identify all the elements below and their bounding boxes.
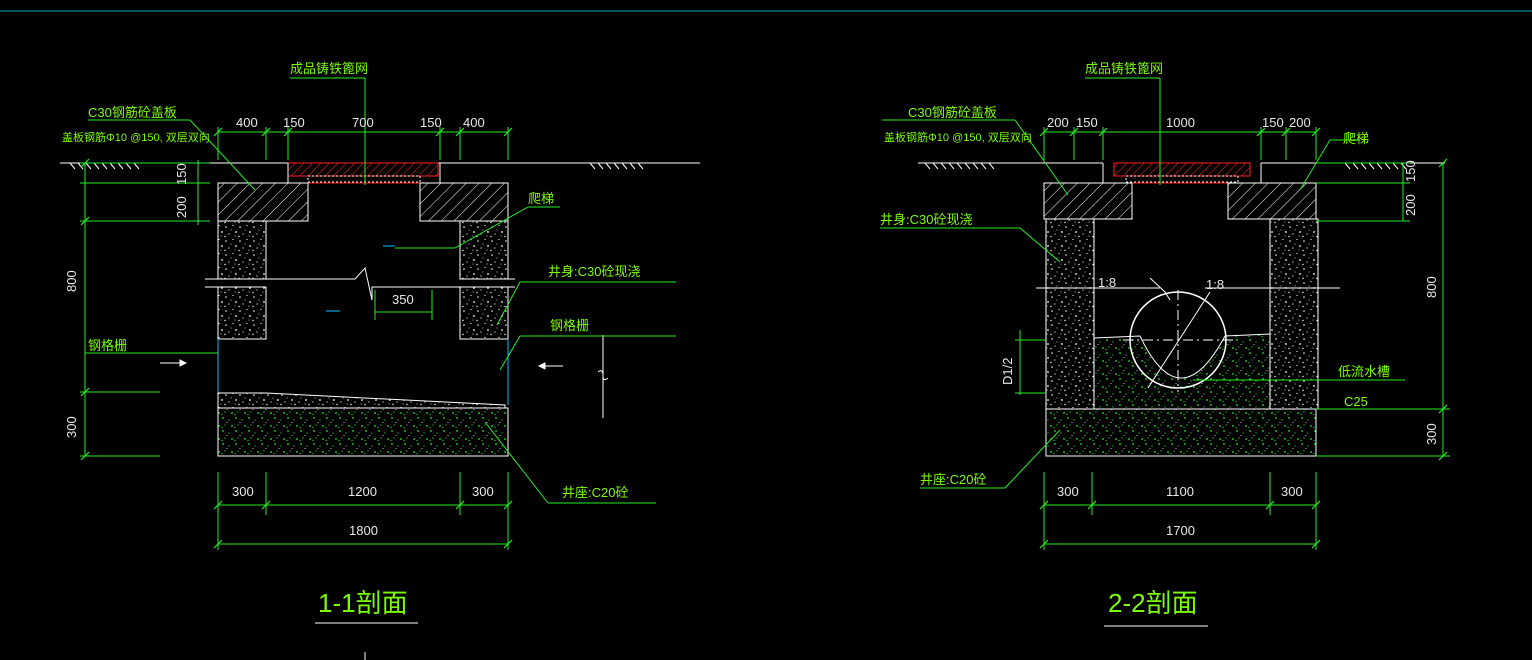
s1-screen-label-left: 钢格栅 xyxy=(88,338,127,353)
s1-bottom-dim-3: 300 xyxy=(472,484,494,499)
s2-total-width: 1700 xyxy=(1166,523,1195,538)
s1-left-dim-800: 800 xyxy=(64,270,79,292)
section-2-2: 成品铸铁篦网 C30钢筋砼盖板 盖板钢筋Φ10 @150, 双层双向 200 1… xyxy=(880,61,1450,627)
s2-slope-right: 1:8 xyxy=(1206,277,1224,292)
wall-right-2 xyxy=(1269,218,1319,410)
section-1-1: 成品铸铁篦网 C30钢筋砼盖板 盖板钢筋Φ10 @150, 双层双向 400 1… xyxy=(60,61,700,624)
s1-screen-label: 钢格栅 xyxy=(550,318,589,333)
s1-bottom-dim-1: 300 xyxy=(232,484,254,499)
s2-top-dim-4: 150 xyxy=(1262,115,1284,130)
s1-base-label: 井座:C20砼 xyxy=(562,485,628,500)
s2-right-dim-150: 150 xyxy=(1403,160,1418,182)
s2-title: 2-2剖面 xyxy=(1108,588,1198,618)
s2-top-dim-3: 1000 xyxy=(1166,115,1195,130)
cover-grate-2 xyxy=(1103,162,1261,184)
s2-top-dim-2: 150 xyxy=(1076,115,1098,130)
s1-grate-label: 成品铸铁篦网 xyxy=(290,61,368,76)
s2-slope-left: 1:8 xyxy=(1098,275,1116,290)
s2-channel-label: 低流水槽 xyxy=(1338,364,1390,379)
dimension-lines-2 xyxy=(880,77,1450,550)
ground-line-2 xyxy=(918,162,1445,170)
wall-right-upper xyxy=(459,220,509,280)
dimension-ticks xyxy=(80,127,513,549)
wall-left-upper xyxy=(217,220,267,280)
base-concrete xyxy=(217,392,509,457)
s2-half-diameter: D1/2 xyxy=(1000,358,1015,385)
s1-top-dim-5: 400 xyxy=(463,115,485,130)
dimension-ticks-2 xyxy=(1039,127,1448,549)
s2-bottom-dim-3: 300 xyxy=(1281,484,1303,499)
s1-title: 1-1剖面 xyxy=(318,588,408,618)
s1-wall-label: 井身:C30砼现浇 xyxy=(548,264,640,279)
s1-inner-dim: 350 xyxy=(392,292,414,307)
s2-top-dim-5: 200 xyxy=(1289,115,1311,130)
cover-slab-left-2 xyxy=(1043,182,1133,220)
s1-ladder-label: 爬梯 xyxy=(528,191,554,206)
wall-left-2 xyxy=(1045,218,1095,410)
s2-rebar-label: 盖板钢筋Φ10 @150, 双层双向 xyxy=(884,130,1032,144)
cover-grate xyxy=(287,162,440,184)
cover-slab-left xyxy=(217,182,309,222)
s2-right-dim-800: 800 xyxy=(1424,276,1439,298)
s1-bottom-dim-2: 1200 xyxy=(348,484,377,499)
s2-bottom-dim-2: 1100 xyxy=(1166,484,1194,499)
s1-total-width: 1800 xyxy=(349,523,378,538)
s1-top-dim-3: 700 xyxy=(352,115,374,130)
s1-top-dim-2: 150 xyxy=(283,115,305,130)
s1-left-dim-300: 300 xyxy=(64,416,79,438)
s2-base-label: 井座:C20砼 xyxy=(920,472,986,487)
pipe-break-line-2 xyxy=(1036,277,1340,301)
s1-left-dim-200: 200 xyxy=(174,196,189,218)
wall-right-lower xyxy=(459,286,509,340)
s2-grate-label: 成品铸铁篦网 xyxy=(1085,61,1163,76)
flow-arrow-right xyxy=(537,362,563,370)
flow-arrow-left xyxy=(160,359,188,367)
s2-wall-label: 井身:C30砼现浇 xyxy=(880,212,972,227)
cover-slab-right-2 xyxy=(1227,182,1317,220)
s1-cover-label: C30钢筋砼盖板 xyxy=(88,105,177,120)
s1-top-dim-4: 150 xyxy=(420,115,442,130)
s2-cover-label: C30钢筋砼盖板 xyxy=(908,105,997,120)
s1-rebar-label: 盖板钢筋Φ10 @150, 双层双向 xyxy=(62,130,210,144)
dimension-lines xyxy=(80,77,676,550)
s1-top-dim-1: 400 xyxy=(236,115,258,130)
flow-channel xyxy=(1093,290,1271,410)
s2-ladder-label: 爬梯 xyxy=(1343,131,1369,146)
s1-left-dim-150: 150 xyxy=(174,163,189,185)
s2-top-dim-1: 200 xyxy=(1047,115,1069,130)
s2-right-dim-200: 200 xyxy=(1403,194,1418,216)
pipe-break-line xyxy=(205,266,515,301)
s2-right-dim-300: 300 xyxy=(1424,423,1439,445)
cover-slab-right xyxy=(419,182,509,222)
base-concrete-2 xyxy=(1045,408,1317,457)
s2-channel-concrete: C25 xyxy=(1344,394,1368,409)
s2-bottom-dim-1: 300 xyxy=(1057,484,1079,499)
wall-left-lower xyxy=(217,286,267,340)
